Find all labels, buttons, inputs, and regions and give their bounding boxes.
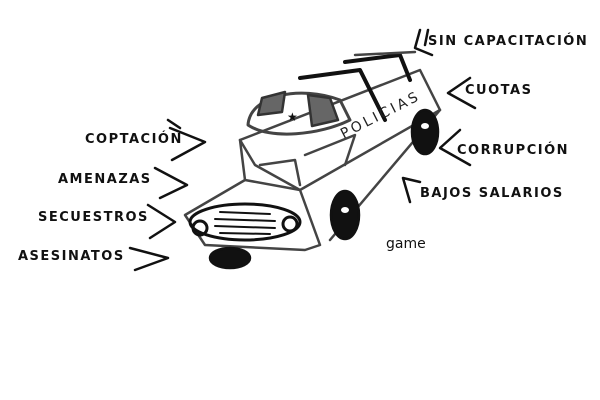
caption-game: game (386, 236, 426, 252)
arrows (128, 28, 477, 272)
label-corrupcion: CORRUPCIÓN (457, 143, 570, 158)
car-body (183, 68, 442, 252)
label-secuestros: SECUESTROS (38, 210, 149, 225)
label-cuotas: CUOTAS (465, 83, 533, 98)
arrow-coptacion (166, 118, 207, 162)
label-coptacion: COPTACIÓN (85, 132, 183, 147)
arrow-amenazas (153, 166, 189, 200)
arrow-secuestros (146, 203, 177, 240)
wheels (208, 108, 440, 270)
label-bajos-salarios: BAJOS SALARIOS (420, 186, 564, 201)
arrow-asesinatos (128, 246, 170, 272)
label-sin-capacitacion: SIN CAPACITACIÓN (428, 34, 589, 49)
arrow-corrupcion (438, 128, 472, 167)
arrow-cuotas (446, 76, 477, 110)
label-asesinatos: ASESINATOS (18, 249, 125, 264)
arrow-sin-capacitacion (413, 28, 434, 57)
star-icon: ★ (287, 110, 298, 124)
arrow-bajos-salarios (401, 176, 422, 204)
front-grille (188, 202, 302, 242)
label-amenazas: AMENAZAS (58, 172, 152, 187)
siren-lights (256, 90, 340, 128)
